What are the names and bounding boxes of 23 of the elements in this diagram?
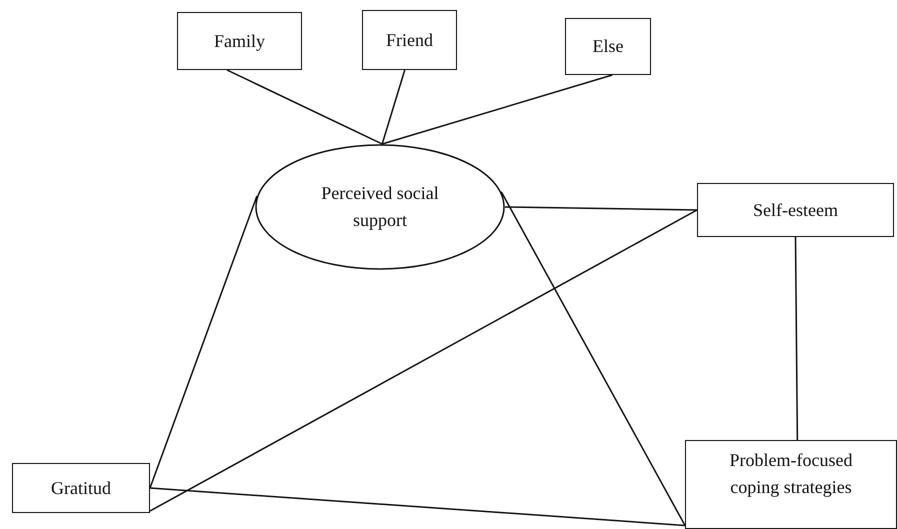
node-label: Family xyxy=(214,30,265,53)
connector-line xyxy=(794,237,798,440)
latent-variable-ellipse xyxy=(255,144,505,270)
variable-box xyxy=(12,463,150,513)
connector-line xyxy=(504,206,698,211)
connector-line xyxy=(382,74,613,145)
connector-line xyxy=(150,487,686,526)
connector-line xyxy=(226,69,382,145)
variable-box xyxy=(685,440,897,529)
variable-box xyxy=(177,12,302,70)
node-label: Perceived social support xyxy=(320,182,440,232)
node-label: Gratitud xyxy=(51,476,111,500)
variable-box xyxy=(697,183,894,237)
variable-box xyxy=(565,18,651,75)
node-label: Problem-focused coping strategies xyxy=(728,449,854,499)
connector-line xyxy=(500,191,686,526)
connector-line xyxy=(150,209,698,512)
connector-line xyxy=(381,70,406,144)
node-label: Friend xyxy=(386,28,433,52)
node-label: Self-esteem xyxy=(753,198,838,222)
connector-line xyxy=(149,196,258,488)
node-label: Else xyxy=(592,35,624,58)
variable-box xyxy=(362,10,457,70)
